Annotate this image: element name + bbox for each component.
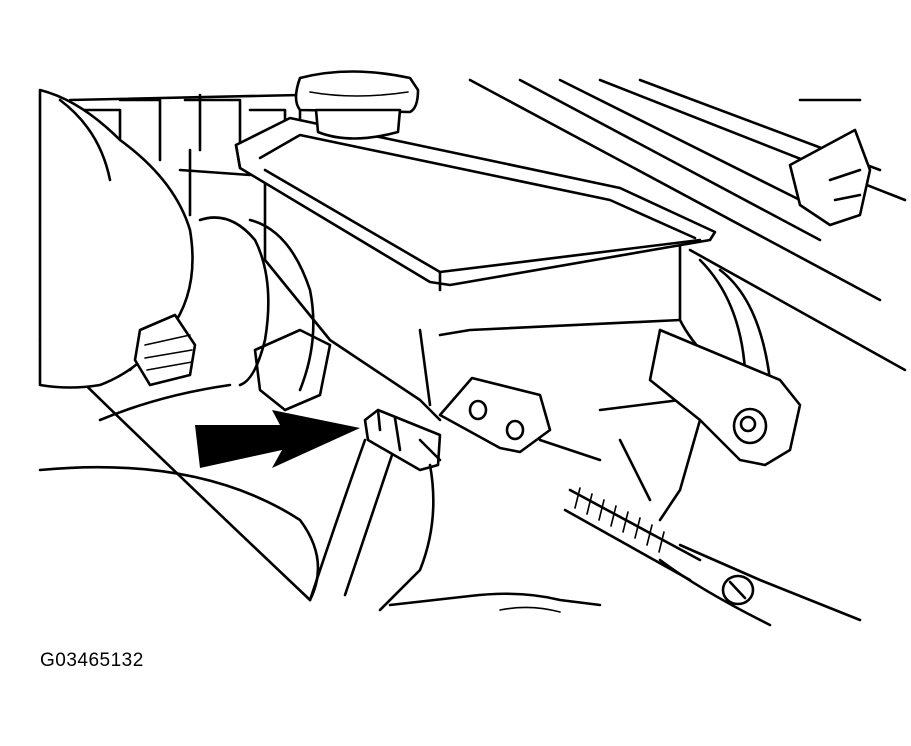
fender-strut [468,78,907,372]
fluid-level-sensor-connector [308,408,442,612]
threaded-rod [563,487,862,627]
brake-booster [198,216,772,412]
figure-code: G03465132 [40,650,144,671]
vacuum-hose [38,88,197,389]
callout-arrow [195,410,360,468]
mounting-bracket [438,328,802,522]
fluid-reservoir [234,116,717,292]
reservoir-cap [294,70,420,140]
